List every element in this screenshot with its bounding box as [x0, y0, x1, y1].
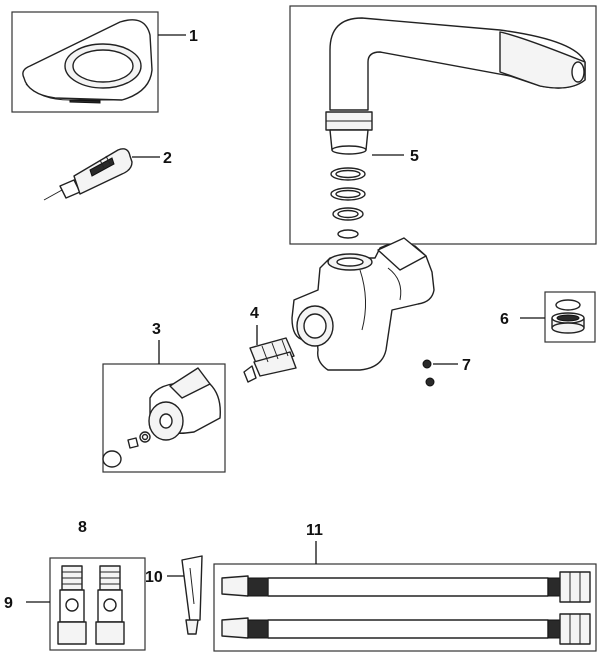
part-1-escutcheon-plate-icon [11, 11, 159, 113]
callout-5: 5 [410, 148, 419, 165]
callout-7: 7 [462, 357, 471, 374]
part-9-box [49, 557, 146, 651]
callout-1: 1 [189, 28, 198, 45]
part-6-aerator-icon [551, 299, 585, 334]
part-3-lever-handle-icon [102, 367, 221, 468]
part-6-box [544, 291, 596, 343]
callout-11: 11 [306, 522, 323, 539]
part-4-valve-cartridge-icon [243, 337, 297, 383]
part-2-hex-key-tool-icon [43, 148, 133, 201]
part-5-box [289, 5, 597, 245]
callout-8: 8 [78, 519, 87, 536]
callout-9: 9 [4, 595, 13, 612]
part-5-swivel-spout-icon [325, 17, 586, 239]
part-3-box [102, 363, 226, 473]
callout-4: 4 [250, 305, 259, 322]
callout-10: 10 [145, 569, 163, 586]
callout-3: 3 [152, 321, 161, 338]
part-7-grub-screws-icon [422, 359, 435, 387]
callout-2: 2 [163, 150, 172, 167]
mixer-tap-body-icon [291, 237, 435, 371]
part-11-box [213, 563, 597, 652]
part-9-isolating-valves-icon [57, 565, 125, 645]
part-11-flexible-hoses-icon [221, 571, 591, 645]
callout-6: 6 [500, 311, 509, 328]
part-10-grease-tube-icon [181, 555, 203, 635]
